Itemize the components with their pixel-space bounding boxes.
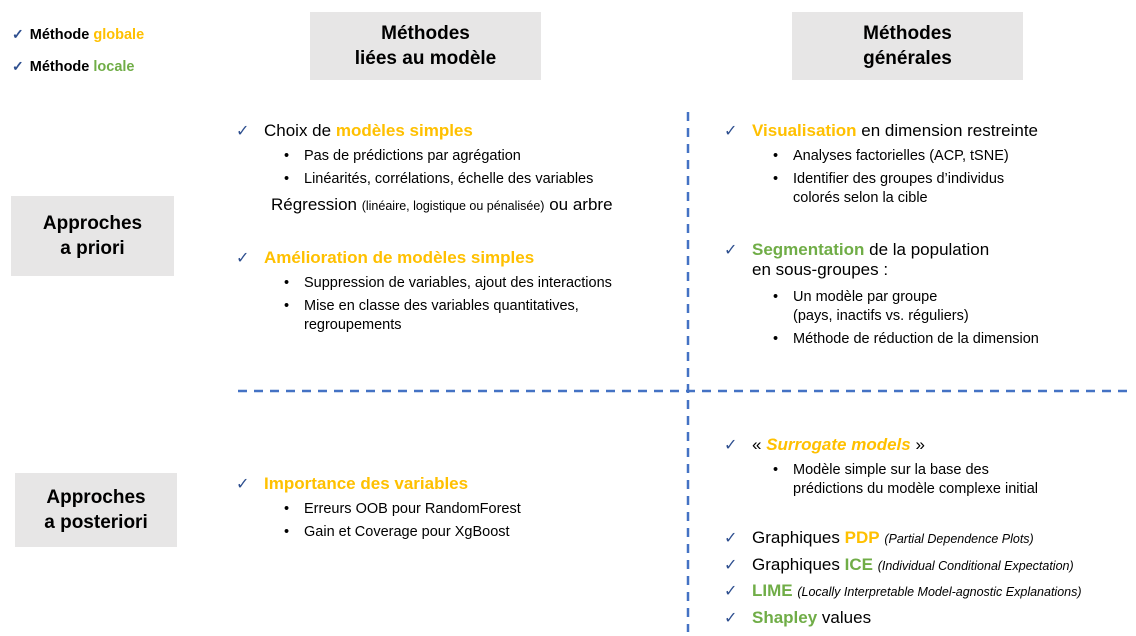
check-icon: ✓ [12,58,24,74]
check-icon: ✓ [724,123,738,140]
q4-pdp: ✓ Graphiques PDP (Partial Dependence Plo… [724,528,1034,547]
check-icon: ✓ [724,610,738,627]
row-header-a-posteriori: Approches a posteriori [15,473,177,547]
check-icon: ✓ [236,476,250,493]
check-icon: ✓ [236,250,250,267]
q4-bullet-1: •Modèle simple sur la base des prédictio… [773,462,1039,497]
q2-bullet-3: •Un modèle par groupe (pays, inactifs vs… [773,289,969,324]
q2-segmentation: ✓ Segmentation de la population en sous-… [724,240,990,279]
header-general-methods: Méthodes générales [792,12,1023,80]
q2-visualisation: ✓ Visualisation en dimension restreinte [724,121,1038,140]
q1-simple-models: ✓ Choix de modèles simples [236,121,473,140]
q3-bullet-2: •Gain et Coverage pour XgBoost [284,524,510,540]
check-icon: ✓ [724,437,738,454]
check-icon: ✓ [724,530,738,547]
q4-shapley: ✓ Shapley values [724,608,872,627]
q4-ice: ✓ Graphiques ICE (Individual Conditional… [724,555,1074,574]
check-icon: ✓ [724,242,738,259]
q4-lime: ✓ LIME (Locally Interpretable Model-agno… [724,581,1082,600]
q2-bullet-1: •Analyses factorielles (ACP, tSNE) [773,148,1009,164]
legend-local: ✓Méthode locale [12,58,135,75]
row-header-a-priori: Approches a priori [11,196,174,276]
q2-bullet-2: •Identifier des groupes d’individus colo… [773,171,1005,206]
q1-regression-line: Régression (linéaire, logistique ou péna… [271,195,613,214]
q1-bullet-2: •Linéarités, corrélations, échelle des v… [284,171,594,187]
q4-surrogate: ✓ « Surrogate models » [724,435,925,454]
legend-global: ✓Méthode globale [12,26,145,43]
check-icon: ✓ [236,123,250,140]
q1-bullet-3: •Suppression de variables, ajout des int… [284,275,612,291]
q1-bullet-1: •Pas de prédictions par agrégation [284,148,521,164]
q1-bullet-4: •Mise en classe des variables quantitati… [284,298,579,333]
q3-importance: ✓ Importance des variables [236,474,469,493]
q2-bullet-4: •Méthode de réduction de la dimension [773,331,1039,347]
header-model-methods: Méthodes liées au modèle [310,12,541,80]
check-icon: ✓ [12,26,24,42]
check-icon: ✓ [724,583,738,600]
check-icon: ✓ [724,557,738,574]
q3-bullet-1: •Erreurs OOB pour RandomForest [284,501,521,517]
q1-improvement: ✓ Amélioration de modèles simples [236,248,535,267]
